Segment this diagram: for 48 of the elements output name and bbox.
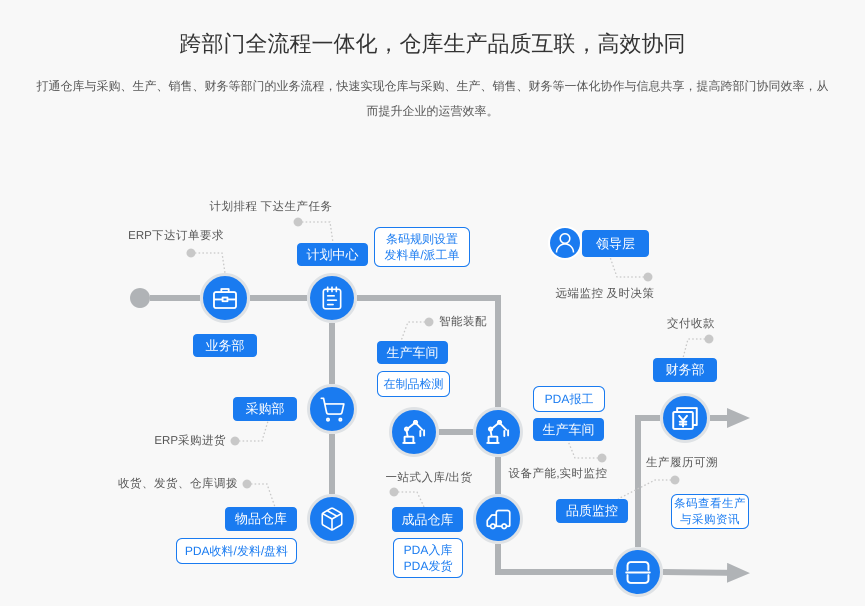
leader-line [186, 248, 226, 274]
leader-line [390, 488, 425, 508]
leader-line [400, 318, 434, 342]
department-tag: 财务部 [653, 358, 717, 382]
department-tag: 领导层 [582, 230, 649, 257]
function-tag: PDA报工 [533, 386, 605, 412]
connector-line [329, 434, 335, 494]
department-tag: 成品仓库 [392, 507, 463, 532]
annotation-text: 计划排程 下达生产任务 [206, 200, 336, 222]
annotation-text: 生产履历可溯 [643, 456, 721, 480]
leader-line [567, 440, 606, 462]
subtitle: 打通仓库与采购、生产、销售、财务等部门的业务流程，快速实现仓库与采购、生产、销售、财务等一体化协作与信息共享，提高跨部门协同效率，从而提升企业的运营效率。 [36, 78, 830, 120]
function-tag: PDA入库 PDA发货 [393, 538, 463, 578]
leader-line [242, 480, 276, 508]
arrow [710, 408, 750, 428]
connector-line [439, 429, 473, 435]
connector-line [635, 415, 660, 547]
function-tag: PDA收料/发料/盘料 [176, 538, 297, 564]
department-tag: 生产车间 [533, 418, 604, 441]
connector-line [150, 295, 200, 301]
annotation-text: ERP采购进货 [145, 433, 235, 449]
department-tag: 业务部 [193, 334, 257, 357]
function-tag: 条码规则设置 发料单/派工单 [374, 227, 470, 267]
arrow [662, 562, 750, 583]
connector-line [250, 295, 307, 301]
annotation-text: 设备产能,实时监控 [506, 458, 610, 482]
leader-line [618, 476, 680, 500]
title: 跨部门全流程一体化，仓库生产品质互联，高效协同 [180, 30, 686, 58]
function-tag: 在制品检测 [377, 371, 450, 397]
annotation-text: 一站式入库/出货 [386, 471, 472, 492]
annotation-text: ERP下达订单要求 [124, 229, 228, 253]
annotation-text: 智能装配 [429, 314, 493, 330]
function-tag: 条码查看生产与采购资讯 [671, 494, 749, 529]
annotation-text: 交付收款 [662, 317, 720, 339]
department-tag: 生产车间 [377, 341, 448, 364]
connector-line [495, 457, 501, 494]
connector-line [357, 295, 501, 407]
department-tag: 计划中心 [297, 243, 368, 266]
leader-line [609, 256, 652, 282]
department-tag: 品质监控 [556, 499, 628, 523]
department-tag: 物品仓库 [225, 507, 297, 531]
connector-line [329, 323, 335, 384]
annotation-text: 远端监控 及时决策 [551, 277, 659, 302]
department-tag: 采购部 [233, 397, 297, 421]
leader-line [230, 420, 269, 446]
annotation-text: 收货、发货、仓库调拨 [121, 476, 247, 492]
leader-line [682, 334, 714, 358]
leader-line [294, 218, 334, 244]
